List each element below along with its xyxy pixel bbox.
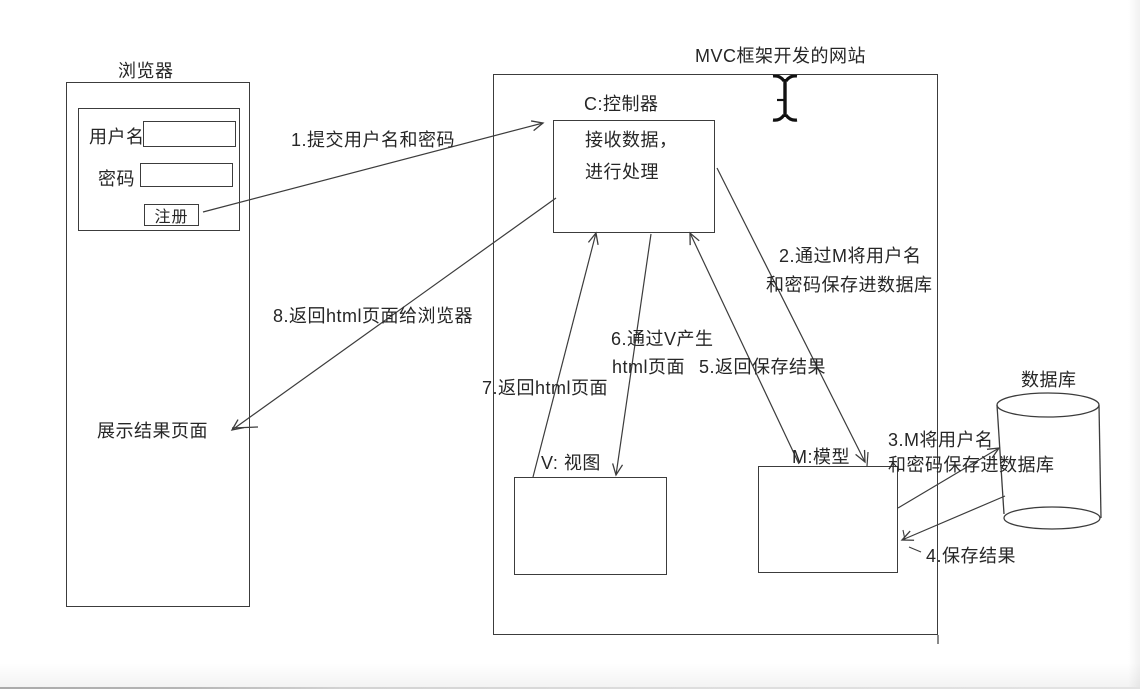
flow-6-label-line1: 6.通过V产生 <box>611 329 714 349</box>
flow-3-label-line1: 3.M将用户名 <box>888 430 994 450</box>
controller-label: C:控制器 <box>584 94 659 114</box>
database-cylinder-bottom <box>1003 506 1101 530</box>
database-cylinder <box>996 392 1102 530</box>
flow-1-label: 1.提交用户名和密码 <box>291 130 456 150</box>
arrow-1-submit-credentials <box>202 120 545 213</box>
controller-body-line1: 接收数据， <box>585 130 678 150</box>
arrow-6-controller-to-view <box>612 233 652 477</box>
database-cylinder-top <box>996 392 1100 418</box>
password-label: 密码 <box>98 169 135 189</box>
browser-box <box>66 82 250 607</box>
arrow-3-model-to-database <box>897 447 1001 509</box>
register-button: 注册 <box>144 204 199 226</box>
flow-2-label-line1: 2.通过M将用户名 <box>779 246 922 266</box>
view-box <box>514 477 667 575</box>
username-input <box>143 121 236 147</box>
text-cursor-icon <box>772 74 798 122</box>
arrow-4-tick-b <box>908 546 922 553</box>
model-box <box>758 466 898 573</box>
arrow-7-view-to-controller <box>532 231 599 478</box>
flow-7-label: 7.返回html页面 <box>482 378 609 398</box>
site-title: MVC框架开发的网站 <box>695 46 866 66</box>
flow-6-label-line2: html页面 <box>612 357 686 377</box>
arrow-2-tick <box>866 451 869 467</box>
flow-8-label: 8.返回html页面给浏览器 <box>273 306 474 326</box>
view-label: V: 视图 <box>541 453 601 473</box>
controller-box <box>553 120 715 233</box>
username-label: 用户名 <box>89 127 145 147</box>
browser-title: 浏览器 <box>118 61 174 81</box>
arrow-5-model-to-controller <box>689 231 800 465</box>
arrow-8-controller-to-browser <box>230 197 557 431</box>
mvc-site-box <box>493 74 938 635</box>
arrow-8-tick <box>231 426 259 429</box>
arrow-4-database-to-model <box>900 495 1006 541</box>
login-form-box <box>78 108 240 231</box>
controller-body-line2: 进行处理 <box>585 162 659 182</box>
database-label: 数据库 <box>1021 370 1077 390</box>
result-page-label: 展示结果页面 <box>97 421 208 441</box>
model-label: M:模型 <box>792 447 850 467</box>
arrow-2-controller-to-model <box>716 167 866 464</box>
database-cylinder-left <box>996 404 1005 515</box>
database-cylinder-right <box>1098 404 1102 519</box>
arrow-4-tick-a <box>902 529 906 541</box>
flow-2-label-line2: 和密码保存进数据库 <box>766 275 933 295</box>
password-input <box>140 163 233 187</box>
flow-4-label: 4.保存结果 <box>926 546 1017 566</box>
flow-5-label: 5.返回保存结果 <box>699 357 827 377</box>
flow-3-label-line2: 和密码保存进数据库 <box>888 455 1055 475</box>
